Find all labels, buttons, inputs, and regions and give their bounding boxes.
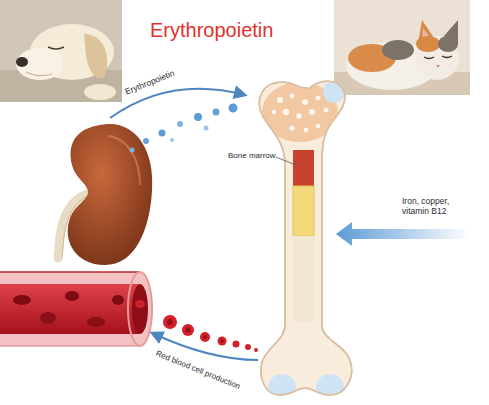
callout-label: Bone marrow <box>228 151 276 160</box>
kidney <box>58 124 152 265</box>
arrow-label: Erythropoietin <box>124 69 176 98</box>
hormone-arrow <box>110 89 245 153</box>
dog-photo <box>0 0 122 102</box>
nutrient-label: Iron, copper, vitamin B12 <box>402 197 464 217</box>
arrow-label: Red blood cell production <box>154 349 241 391</box>
blood-vessel <box>0 272 152 346</box>
cat-photo <box>334 0 470 95</box>
bone <box>259 81 351 402</box>
title: Erythropoietin <box>150 19 273 42</box>
leader-line <box>276 157 298 166</box>
nutrient-arrow <box>336 222 470 246</box>
